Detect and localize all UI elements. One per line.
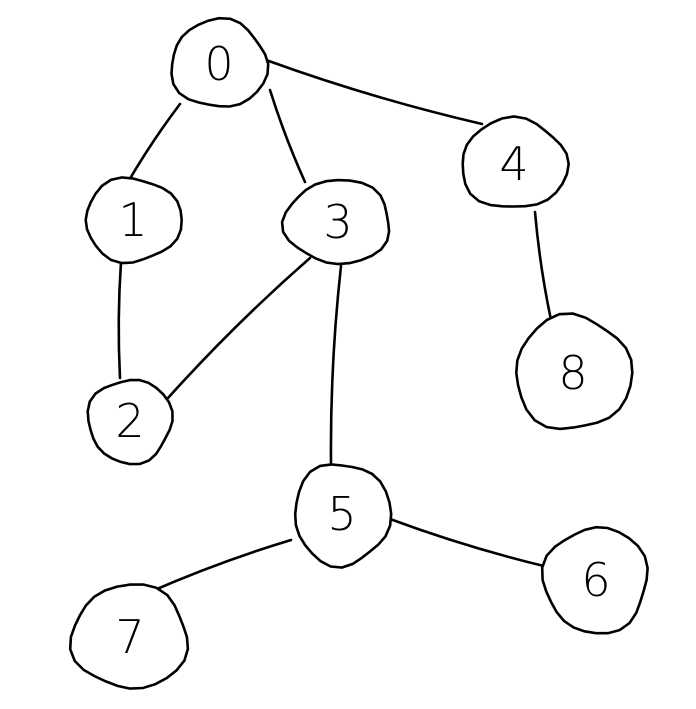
edge-0-1 <box>126 102 182 184</box>
node-5-circle <box>293 463 393 569</box>
node-3-circle <box>280 178 391 266</box>
node-3: 3 <box>280 178 391 266</box>
node-4-circle <box>461 115 571 208</box>
node-5-label: 5 <box>327 487 356 541</box>
node-0-label: 0 <box>204 37 233 91</box>
edge-5-7 <box>148 538 293 594</box>
node-0-circle <box>170 16 270 108</box>
node-1-circle <box>84 176 184 265</box>
node-6-label: 6 <box>581 553 610 607</box>
node-7-circle <box>68 583 190 690</box>
node-2: 2 <box>86 378 174 466</box>
node-4-label: 4 <box>499 137 528 191</box>
node-6-circle <box>540 525 649 635</box>
edge-1-2 <box>117 260 123 380</box>
edge-5-6 <box>388 517 550 569</box>
nodes-layer: 0 1 2 3 4 5 6 7 8 <box>68 16 649 690</box>
node-8-circle <box>514 312 634 431</box>
node-6: 6 <box>540 525 649 635</box>
node-5: 5 <box>293 463 393 569</box>
edges-layer <box>117 58 553 594</box>
edge-0-4 <box>264 58 484 126</box>
node-2-label: 2 <box>115 394 144 448</box>
node-8-label: 8 <box>558 346 587 400</box>
node-1: 1 <box>84 176 184 265</box>
node-7: 7 <box>68 583 190 690</box>
edge-4-8 <box>533 210 553 322</box>
node-2-circle <box>86 378 174 466</box>
node-3-label: 3 <box>323 195 352 249</box>
edge-0-3 <box>268 88 307 184</box>
node-7-label: 7 <box>115 610 144 664</box>
edge-3-2 <box>166 256 312 400</box>
node-4: 4 <box>461 115 571 208</box>
node-1-label: 1 <box>118 193 147 247</box>
node-0: 0 <box>170 16 270 108</box>
node-8: 8 <box>514 312 634 431</box>
edge-3-5 <box>329 264 343 467</box>
